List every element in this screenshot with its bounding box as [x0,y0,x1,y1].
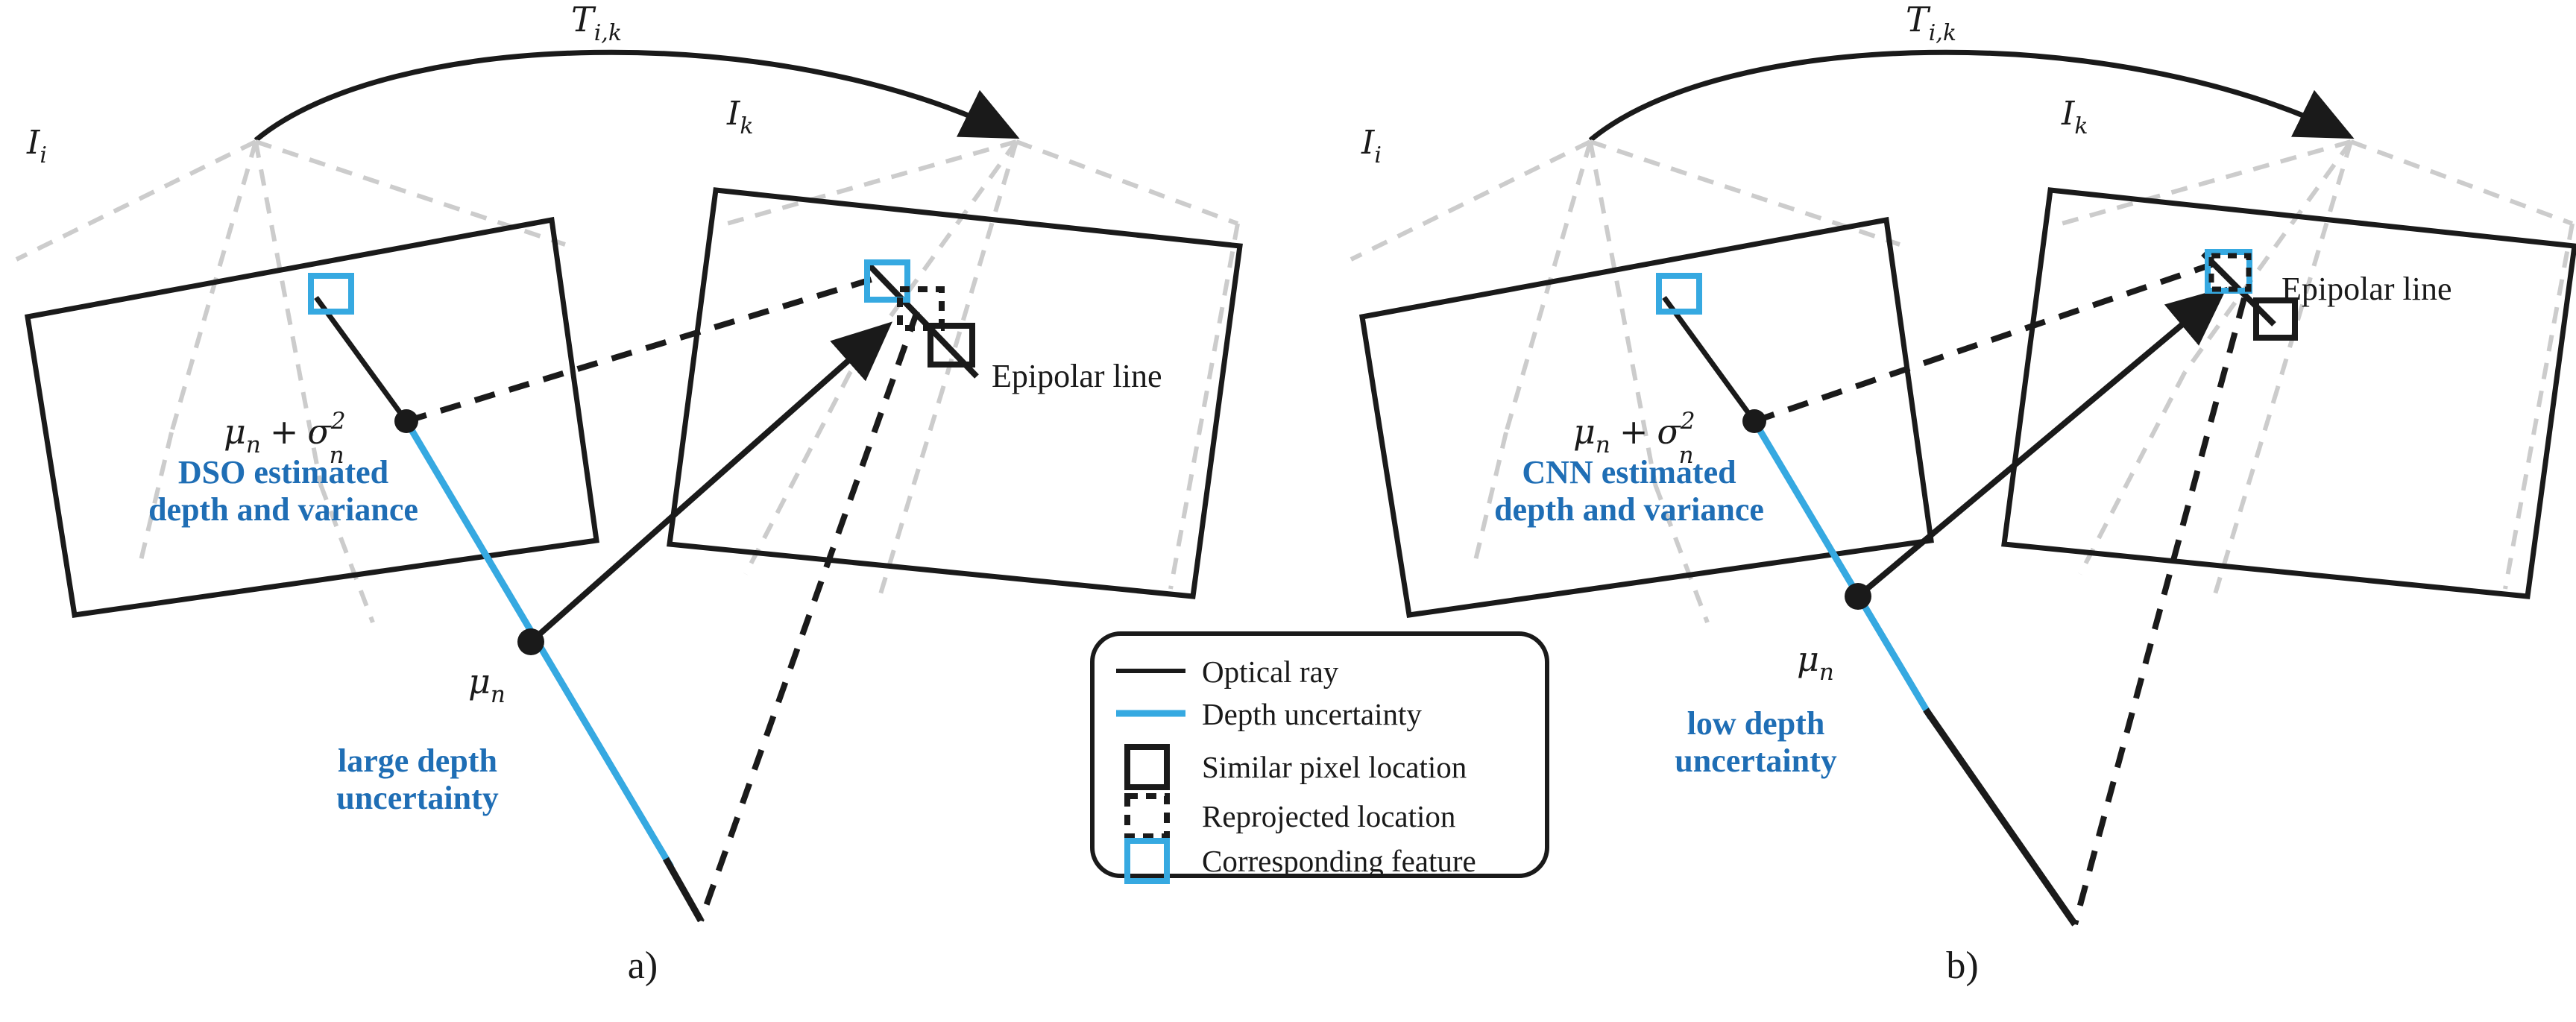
image-plane-i-a [25,216,599,618]
reprojected-location-square-a [897,286,945,331]
corresponding-feature-square-i-b [1656,273,1702,315]
reprojection-line-lower-b [2072,297,2247,926]
mu-point-b [1845,583,1871,610]
transform-label-b: Ti,k [1906,0,1956,46]
legend-item-corresponding-feature: Corresponding feature [1124,838,1476,884]
reprojection-line-lower-a [698,310,920,922]
uncertainty-label-line2-b: uncertainty [1675,742,1837,779]
image-plane-i-label-a: Ii [26,124,47,168]
legend: Optical ray Depth uncertainty Similar pi… [1090,631,1549,884]
image-plane-i-b [1359,216,1934,618]
frustum-lines-camera-k-a [726,139,1240,597]
legend-label-corresponding-feature: Corresponding feature [1202,844,1476,878]
similar-pixel-square-a [928,323,975,368]
image-plane-i-label-b: Ii [1361,124,1382,168]
legend-box [1090,631,1549,878]
transform-label-a: Ti,k [571,0,622,46]
corresponding-feature-square-i-a [308,273,354,315]
optical-ray-i-b [1662,295,1757,423]
image-plane-k-label-b: Ik [2061,95,2088,139]
image-plane-k-a [667,187,1243,599]
estimator-label-line2-a: depth and variance [148,491,418,528]
mu-point-a [517,628,544,655]
mu-sigma-point-b [1742,409,1766,433]
optical-ray-i-a [314,295,409,423]
legend-item-reprojected-location: Reprojected location [1124,793,1455,839]
corresponding-feature-square-k-a [864,259,910,303]
frustum-lines-camera-i-b [1350,139,1900,624]
mu-label-b: μn [1797,639,1834,686]
estimator-label-line2-b: depth and variance [1494,491,1764,528]
legend-item-similar-pixel: Similar pixel location [1124,744,1467,790]
caption-b: b) [1946,944,1978,987]
legend-label-similar-pixel: Similar pixel location [1202,750,1467,784]
legend-label-reprojected-location: Reprojected location [1202,799,1455,833]
ray-extension-b [1923,707,2078,927]
legend-label-optical-ray: Optical ray [1202,654,1339,689]
uncertainty-label-line1-b: low depth [1687,705,1825,742]
ray-extension-a [663,857,704,923]
transform-arrow-b [1588,49,2355,142]
uncertainty-label-line2-a: uncertainty [336,780,499,816]
similar-pixel-square-b [2253,297,2298,341]
epipolar-line-segment-a [866,262,979,379]
mu-label-a: μn [468,661,506,708]
mu-sigma-point-a [394,409,418,433]
frustum-lines-camera-i-a [15,139,566,624]
caption-a: a) [628,944,658,987]
optical-ray-k-b [1856,286,2228,599]
optical-ray-k-a [529,321,892,644]
corresponding-feature-swatch-icon [1124,838,1170,884]
image-plane-k-b [2001,187,2576,599]
legend-item-depth-uncertainty: Depth uncertainty [1116,697,1422,731]
reprojected-location-square-b [2208,253,2252,292]
legend-item-optical-ray: Optical ray [1116,654,1339,689]
depth-uncertainty-segment-b [1751,419,1934,720]
estimator-label-line1-a: DSO estimated [178,454,388,491]
uncertainty-label-line1-a: large depth [338,742,497,779]
transform-arrow-a [253,49,1020,142]
image-plane-k-label-a: Ik [726,95,754,139]
reprojection-line-upper-a [405,273,885,424]
epipolar-line-label-b: Epipolar line [2281,271,2452,307]
legend-label-depth-uncertainty: Depth uncertainty [1202,697,1422,731]
reprojection-line-upper-b [1753,259,2220,424]
frustum-lines-camera-k-b [2061,139,2575,597]
estimator-label-line1-b: CNN estimated [1522,454,1736,491]
epipolar-line-label-a: Epipolar line [992,358,1162,394]
similar-pixel-swatch-icon [1124,744,1170,790]
reprojected-location-swatch-icon [1124,793,1170,839]
